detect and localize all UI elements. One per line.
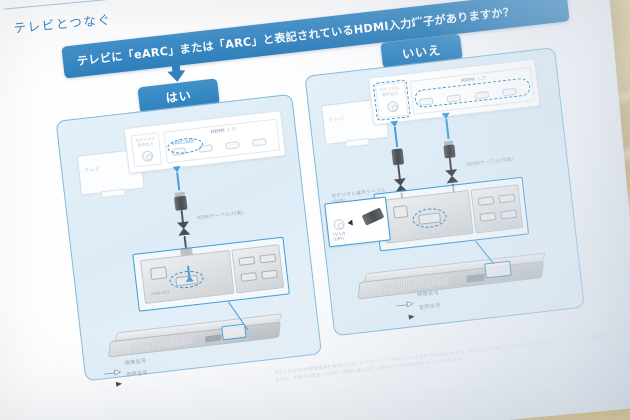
optical-highlight-box [372,79,411,122]
video-signal-arrow-icon [103,360,122,376]
soundbar-port-callout [484,260,512,279]
inset-optical-jack-icon [333,218,346,231]
rear-jack-d [261,269,278,280]
rear-jack-d [500,209,518,220]
cable-break-mark [445,175,459,184]
hdmi-wordmark: HDMI [210,128,226,136]
optical-output-label: 光デジタル音声出力 [134,135,156,148]
inset-optical-label: TV入力 (OPT) [332,230,346,242]
hdmi-cable-wire-lower [183,235,188,249]
optical-jack-icon [141,150,154,163]
soundbar-rear-callout: HDMI OUT [132,236,290,312]
legend-video: 映像信号 [103,357,147,376]
optical-plug-upper [391,148,405,166]
answer-no-label: いいえ [401,42,442,61]
optical-connection-arrow-head-icon [390,120,399,128]
inset-insert-arrow-icon [347,219,362,226]
soundbar-rear-panel-zoom [381,189,474,244]
answer-yes-label: はい [164,87,193,105]
rear-optical-jack [150,266,168,281]
rear-jack-b [259,253,277,264]
optical-input-inset: TV入力 (OPT) [324,196,391,248]
soundbar-rear-panel-right-zoom [231,244,285,294]
legend-audio: 音声信号 [104,369,149,387]
page-title: テレビとつなぐ [12,11,113,36]
hdmi-input-group: HDMI 入力 [409,66,535,115]
hdmi-input-suffix: 入力 [226,127,237,134]
soundbar-port-callout [221,323,247,341]
video-signal-label: 映像信号 [417,290,440,299]
hdmi-port-4 [251,138,267,147]
hdmi-cable-label: HDMIケーブル(付属) [466,157,515,168]
hdmi-port-3 [225,141,240,150]
soundbar-grille [131,336,192,351]
hdmi-plug-upper [443,144,456,159]
inset-optical-label-line2: (OPT) [333,235,345,242]
audio-signal-arrow-icon [397,305,415,320]
optical-connection-arrow-line [393,126,398,147]
diagram-panel-yes: テレビ 光デジタル音声出力 HDMI 入力 [55,93,323,387]
cable-break-mark [177,227,191,236]
rear-connection-arrow-head-icon [185,275,194,283]
soundbar-rear-port [466,273,485,283]
optical-output-group: 光デジタル音声出力 [130,132,163,168]
no-arrow-head-icon [410,25,430,39]
audio-signal-label: 音声信号 [418,302,442,312]
yes-arrow-head-icon [167,70,187,83]
audio-signal-label: 音声信号 [125,370,149,379]
tv-stand [345,138,370,148]
diagram-panel-no: テレビ 光デジタル音声出力 HDMI 入力 [304,47,585,337]
tv-jack-plate: 光デジタル音声出力 HDMI 入力 [368,58,541,126]
soundbar-grille [382,276,450,293]
video-signal-arrow-icon [395,292,415,308]
tv-jack-plate: 光デジタル音声出力 HDMI 入力 eARC [123,110,287,174]
rear-jack-b [498,193,516,204]
hdmi-plug-upper [173,195,188,211]
hdmi-input-group: HDMI 入力 eARC/ARC [163,118,281,164]
page-content: テレビとつなぐ テレビに「eARC」または「ARC」と表記されているHDMI入力… [3,0,610,420]
rear-optical-jack [393,205,409,219]
hdmi-connection-arrow-head-icon [441,112,451,120]
tv-stand [100,188,126,199]
rear-jack-a [477,196,495,206]
earc-connection-arrow-head-icon [172,166,182,173]
rear-hdmi-highlight-ellipse [411,206,448,230]
rear-panel-tag: HDMI OUT [150,290,170,297]
soundbar-rear-panel-right-zoom [470,184,524,234]
rear-jack-c [479,212,497,222]
rear-jack-c [240,272,258,282]
inset-optical-plug [361,207,385,226]
earc-connection-arrow-line [176,172,180,191]
rear-jack-a [238,256,256,266]
page-footnote: ※テレビのHDMI連動機能を有効にしないとサウンドバーからテレビの音声が出力され… [274,334,610,384]
legend-video: 映像信号 [395,289,440,308]
hdmi-cable-label: HDMIケーブル(付属) [196,211,245,222]
hdmi-connection-arrow-line [445,118,450,140]
audio-signal-arrow-icon [104,372,123,387]
video-signal-label: 映像信号 [124,358,147,367]
legend-audio: 音声信号 [397,302,442,320]
soundbar-rear-port [204,334,222,343]
hdmi-input-label: HDMI 入力 [210,126,237,136]
